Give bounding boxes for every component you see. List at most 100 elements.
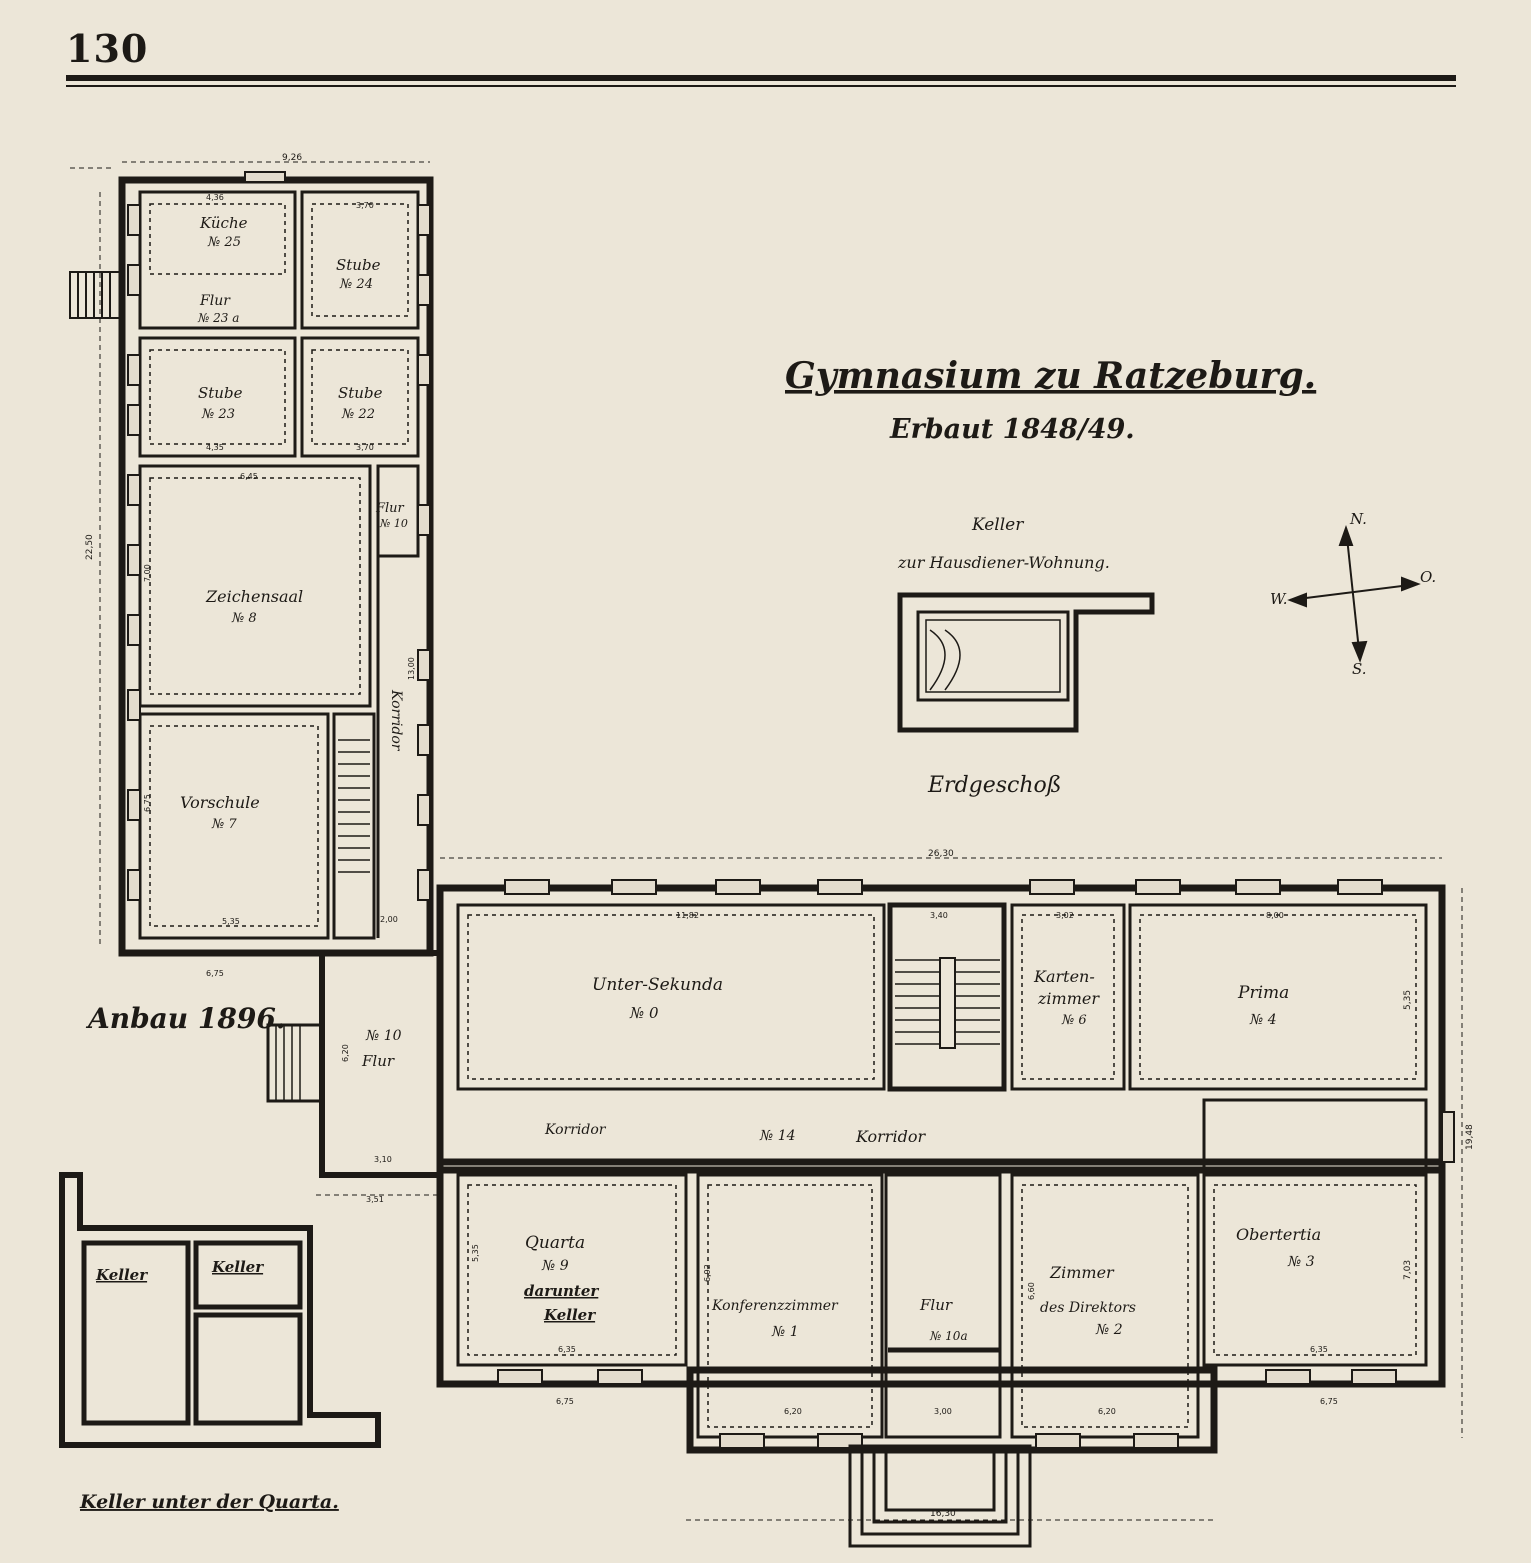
dim-flur-h: 6,20 [341, 1044, 350, 1062]
compass-rose [1287, 524, 1421, 663]
dim-front-total: 16,30 [930, 1509, 956, 1519]
kueche-label: Küche [199, 214, 248, 232]
dim-obertertia-h: 7,03 [1403, 1260, 1413, 1280]
direktor-label-2: des Direktors [1040, 1300, 1136, 1316]
annex-walls [118, 176, 434, 957]
konferenz-number: № 1 [771, 1324, 799, 1340]
room-vorschule [138, 712, 330, 940]
kartenzimmer-number: № 6 [1061, 1013, 1087, 1028]
dim-vorschule-h: 6,75 [143, 794, 152, 812]
flur10-number: № 10 [379, 517, 408, 530]
stube24-number: № 24 [339, 277, 373, 292]
dim-obertertia-w: 6,35 [1310, 1345, 1328, 1354]
room-obertertia [1202, 1173, 1428, 1367]
room-prima [1128, 903, 1428, 1091]
kartenzimmer-label-2: zimmer [1037, 989, 1100, 1008]
dim-quarta-w: 6,35 [558, 1345, 576, 1354]
obertertia-label: Obertertia [1236, 1225, 1321, 1244]
dim-stube24-w: 3,70 [356, 201, 374, 210]
dim-annex-base: 6,75 [206, 969, 224, 978]
dim-zeichen-w: 6,45 [240, 472, 258, 481]
cellar-quarta-caption: Keller unter der Quarta. [79, 1491, 339, 1513]
flur23a-number: № 23 a [197, 311, 239, 325]
stair-annex [332, 712, 376, 940]
annex-outer-wall [118, 176, 434, 957]
flur10-label: Flur [375, 501, 405, 516]
page-number: 130 [66, 26, 149, 71]
dim-stube23-w: 4,35 [206, 443, 224, 452]
stair-main [887, 902, 1007, 1092]
compass-north: N. [1349, 510, 1367, 528]
konferenz-label: Konferenzzimmer [711, 1298, 839, 1314]
room-flur-main [884, 1173, 1002, 1439]
quarta-line4: Keller [543, 1306, 596, 1324]
zeichensaal-number: № 8 [231, 611, 257, 626]
kueche-number: № 25 [207, 235, 241, 250]
untersekunda-number: № 0 [629, 1004, 659, 1022]
stube23-number: № 23 [201, 407, 235, 422]
dim-prima-h: 5,35 [1403, 990, 1413, 1010]
room-kueche [138, 190, 297, 330]
annex-stair-steps [338, 739, 370, 873]
dim-main-total: 26,30 [928, 849, 954, 859]
dim-korridor-annex-h: 13,00 [407, 657, 416, 680]
compass-west: W. [1270, 590, 1288, 608]
main-stair-steps [895, 957, 1000, 1049]
room-zeichensaal [138, 464, 372, 708]
room-konferenz [696, 1173, 884, 1439]
dim-karten-w: 3,02 [1056, 911, 1074, 920]
cellar-quarta-room-right: Keller [211, 1258, 264, 1276]
flur-anbau-number: № 10 [365, 1028, 402, 1044]
dim-stair-w: 3,40 [930, 911, 948, 920]
vorschule-label: Vorschule [180, 793, 260, 812]
dim-prima-w: 8,00 [1266, 911, 1284, 920]
quarta-label: Quarta [525, 1233, 585, 1253]
dim-flur-outer: 3,51 [366, 1195, 384, 1204]
dim-untersekunda-w: 11,82 [676, 911, 699, 920]
room-stube22 [300, 336, 420, 458]
dim-kueche-w: 4,36 [206, 193, 224, 202]
main-windows [497, 879, 1455, 1449]
dim-annex-length: 22,50 [85, 534, 95, 560]
quarta-line3: darunter [524, 1282, 599, 1300]
dim-konferenz-h: 6,92 [703, 1264, 712, 1282]
dim-direktor-h: 6,60 [1027, 1282, 1036, 1300]
dim-direktor-w: 6,20 [1098, 1407, 1116, 1416]
dim-quarta-base: 6,75 [556, 1397, 574, 1406]
room-kartenzimmer [1010, 903, 1126, 1091]
stube22-label: Stube [338, 384, 383, 402]
front-steps [848, 1444, 1032, 1548]
cellar-quarta-plan [59, 1172, 381, 1448]
zeichensaal-label: Zeichensaal [205, 587, 303, 606]
flur23a-label: Flur [199, 293, 231, 309]
direktor-label-1: Zimmer [1049, 1263, 1115, 1282]
vorschule-number: № 7 [211, 817, 237, 832]
dim-stube22-w: 3,70 [356, 443, 374, 452]
dim-ober-base: 6,75 [1320, 1397, 1338, 1406]
compass-south: S. [1352, 660, 1367, 678]
cellar-janitor-subtitle: zur Hausdiener-Wohnung. [897, 553, 1110, 572]
dim-annex-top: 9,26 [282, 153, 302, 163]
prima-number: № 4 [1249, 1012, 1277, 1028]
main-south-wing [436, 1158, 1446, 1388]
dim-flur-main-w: 3,00 [934, 1407, 952, 1416]
cellar-quarta-room-left: Keller [95, 1266, 148, 1284]
compass-east: O. [1420, 568, 1436, 586]
korridor-right-label: Korridor [855, 1127, 926, 1146]
header-rule-thin [66, 85, 1456, 87]
flur-main-number: № 10a [929, 1329, 968, 1343]
main-walls [436, 884, 1446, 1454]
main-north-wing [436, 884, 1446, 1174]
stube22-number: № 22 [341, 407, 375, 422]
obertertia-number: № 3 [1287, 1254, 1315, 1270]
room-stube23 [138, 336, 297, 458]
connector-flur [266, 950, 443, 1178]
korridor-number: № 14 [759, 1128, 796, 1144]
cellar-janitor-title: Keller [971, 515, 1024, 535]
dim-stair-annex-w: 2,00 [380, 915, 398, 924]
extension-label: Anbau 1896. [85, 1002, 286, 1035]
prima-label: Prima [1237, 983, 1289, 1003]
room-stube24 [300, 190, 420, 330]
stube24-label: Stube [336, 256, 381, 274]
